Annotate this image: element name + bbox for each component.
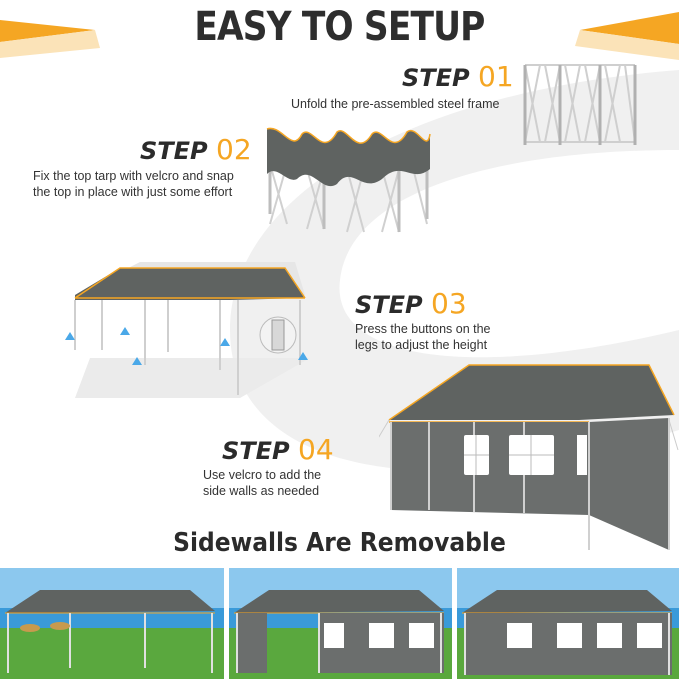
step-04-label: STEP 04 (222, 433, 334, 466)
canopy-with-sidewalls-image (379, 364, 679, 550)
step-03-description: Press the buttons on the legs to adjust … (355, 321, 491, 353)
corner-triangle-left (0, 20, 95, 42)
step-01-label: STEP 01 (402, 60, 514, 93)
step-04-description-line1: Use velcro to add the (203, 468, 322, 482)
page-title: EASY TO SETUP (194, 4, 485, 50)
step-02-word: STEP (140, 137, 208, 165)
step-02-description-line2: the top in place with just some effort (33, 185, 233, 199)
step-01-word: STEP (402, 64, 470, 92)
step-02-number: 02 (216, 133, 252, 166)
step-02-label: STEP 02 (140, 133, 252, 166)
step-03-label: STEP 03 (355, 287, 467, 320)
tarp-frame-image (266, 127, 431, 233)
step-01-number: 01 (478, 60, 514, 93)
step-04-number: 04 (298, 433, 334, 466)
step-01-description: Unfold the pre-assembled steel frame (291, 97, 500, 111)
step-03-description-line1: Press the buttons on the (355, 322, 491, 336)
photo-no-sidewalls (0, 568, 224, 679)
corner-triangle-right (580, 12, 679, 44)
step-02-description-line1: Fix the top tarp with velcro and snap (33, 169, 234, 183)
step-03-number: 03 (431, 287, 467, 320)
step-03-description-line2: legs to adjust the height (355, 338, 488, 352)
sidewalls-subtitle: Sidewalls Are Removable (173, 528, 506, 558)
folded-frame-image (523, 64, 637, 145)
canopy-frame-image (65, 262, 310, 398)
step-02-description: Fix the top tarp with velcro and snap th… (33, 168, 234, 200)
step-04-word: STEP (222, 437, 290, 465)
step-04-description-line2: side walls as needed (203, 484, 320, 498)
photo-partial-sidewalls (229, 568, 452, 679)
photo-full-sidewalls (457, 568, 679, 679)
step-03-word: STEP (355, 291, 423, 319)
step-04-description: Use velcro to add the side walls as need… (203, 467, 321, 499)
